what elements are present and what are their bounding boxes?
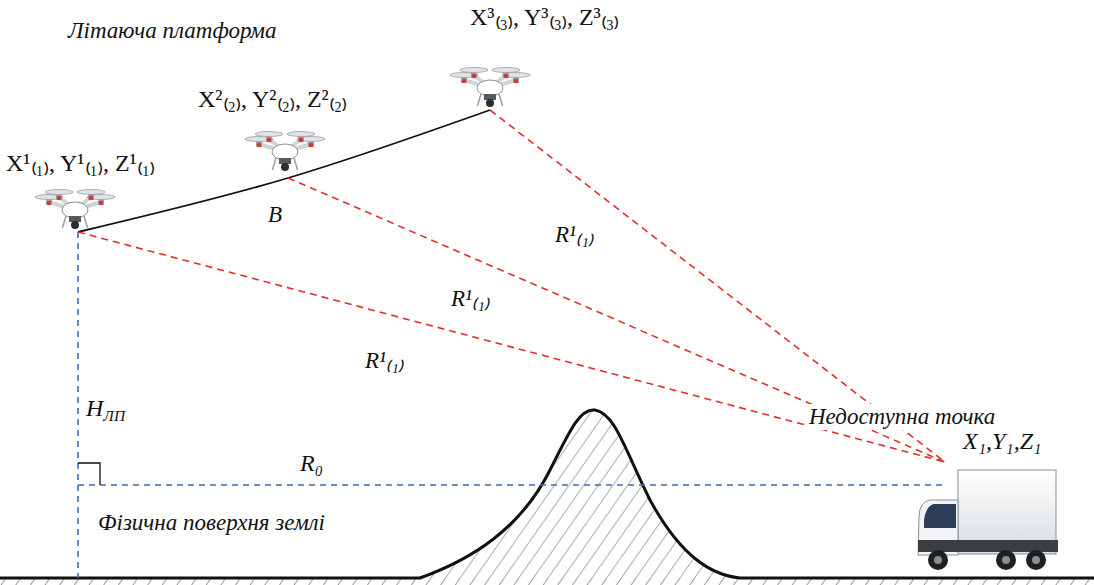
coordinate-label: X¹₍₁₎, Y¹₍₁₎, Z¹₍₁₎ [6,150,155,178]
coordinate-label: X³₍₃₎, Y³₍₃₎, Z³₍₃₎ [470,4,619,32]
target-coordinates: X₁,Y₁,Z₁ [963,428,1041,456]
range-label: R¹₍₁₎ [448,286,493,312]
surface-label: Фізична поверхня землі [98,510,325,536]
platform-title: Літаюча платформа [68,18,276,44]
drone-icon [245,132,325,172]
range-line [78,484,945,486]
range-label: R¹₍₁₎ [362,348,407,374]
drone-icon [450,68,530,108]
baseline-label: B [268,202,282,228]
horizontal-range-label: R₀ [300,450,323,478]
target-title: Недоступна точка [806,404,998,430]
height-label: HЛП [86,395,125,425]
drone-icon [35,190,115,230]
ground-surface [0,410,1094,578]
truck-icon [918,470,1058,570]
coordinate-label: X²₍₂₎, Y²₍₂₎, Z²₍₂₎ [198,86,347,114]
height-line [77,232,79,578]
right-angle-mark [78,463,100,485]
range-label: R¹₍₁₎ [552,222,597,248]
mountain-hatching [420,410,740,578]
